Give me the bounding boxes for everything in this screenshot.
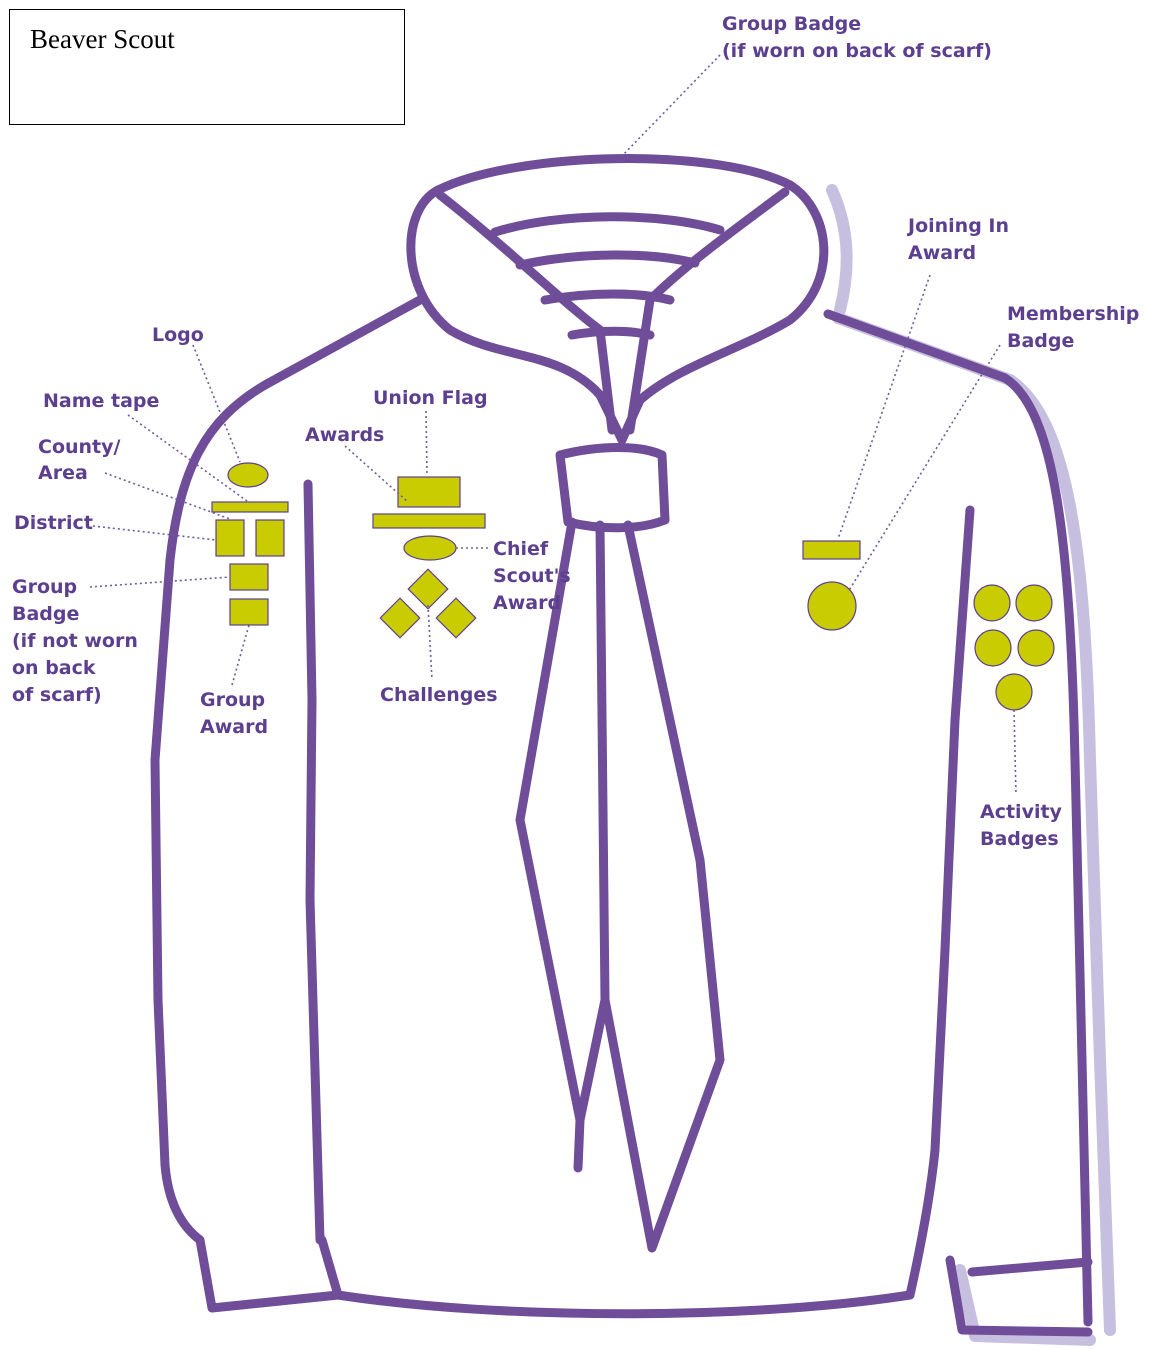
label-group-award-1: Group	[200, 689, 265, 711]
badges	[212, 463, 1054, 710]
label-challenges: Challenges	[380, 684, 498, 706]
challenge-badge-top	[408, 569, 448, 609]
label-logo: Logo	[152, 324, 204, 346]
activity-badge	[975, 630, 1011, 666]
label-membership-2: Badge	[1007, 330, 1074, 352]
challenge-badge-right	[436, 598, 476, 638]
label-county-1: County/	[38, 436, 121, 458]
membership-badge	[808, 582, 856, 630]
label-chief-scout-2: Scout's	[493, 565, 571, 587]
joining-in-award-badge	[803, 541, 860, 559]
awards-strip	[373, 514, 485, 528]
name-tape-badge	[212, 502, 288, 512]
activity-badge	[1016, 585, 1052, 621]
district-badge	[256, 520, 284, 556]
group-award-badge	[230, 599, 268, 625]
chief-scout-award-badge	[404, 536, 456, 560]
county-badge	[216, 520, 244, 556]
label-joining-in-1: Joining In	[906, 215, 1009, 237]
label-union-flag: Union Flag	[373, 387, 488, 409]
challenge-badge-left	[380, 598, 420, 638]
logo-badge	[228, 463, 268, 487]
label-chief-scout-1: Chief	[493, 538, 549, 560]
label-membership-1: Membership	[1007, 303, 1139, 325]
activity-badge	[996, 674, 1032, 710]
label-county-2: Area	[38, 462, 88, 484]
label-district: District	[14, 512, 93, 534]
label-group-badge-front-4: on back	[12, 657, 96, 679]
union-flag-badge	[398, 477, 460, 507]
activity-badge	[1018, 630, 1054, 666]
label-group-badge-front-3: (if not worn	[12, 630, 138, 652]
activity-badge	[974, 585, 1010, 621]
label-name-tape: Name tape	[43, 390, 159, 412]
label-joining-in-2: Award	[908, 242, 976, 264]
group-badge	[230, 564, 268, 590]
label-activity-1: Activity	[980, 801, 1063, 823]
label-group-award-2: Award	[200, 716, 268, 738]
labels: Group Badge (if worn on back of scarf) J…	[12, 13, 1139, 850]
label-group-badge-front-1: Group	[12, 576, 77, 598]
shirt-outline	[155, 300, 1088, 1332]
label-chief-scout-3: Award	[493, 592, 561, 614]
label-awards: Awards	[305, 424, 384, 446]
label-group-badge-back-2: (if worn on back of scarf)	[722, 40, 992, 62]
label-group-badge-back-1: Group Badge	[722, 13, 861, 35]
label-group-badge-front-2: Badge	[12, 603, 79, 625]
label-activity-2: Badges	[980, 828, 1059, 850]
label-group-badge-front-5: of scarf)	[12, 684, 102, 706]
